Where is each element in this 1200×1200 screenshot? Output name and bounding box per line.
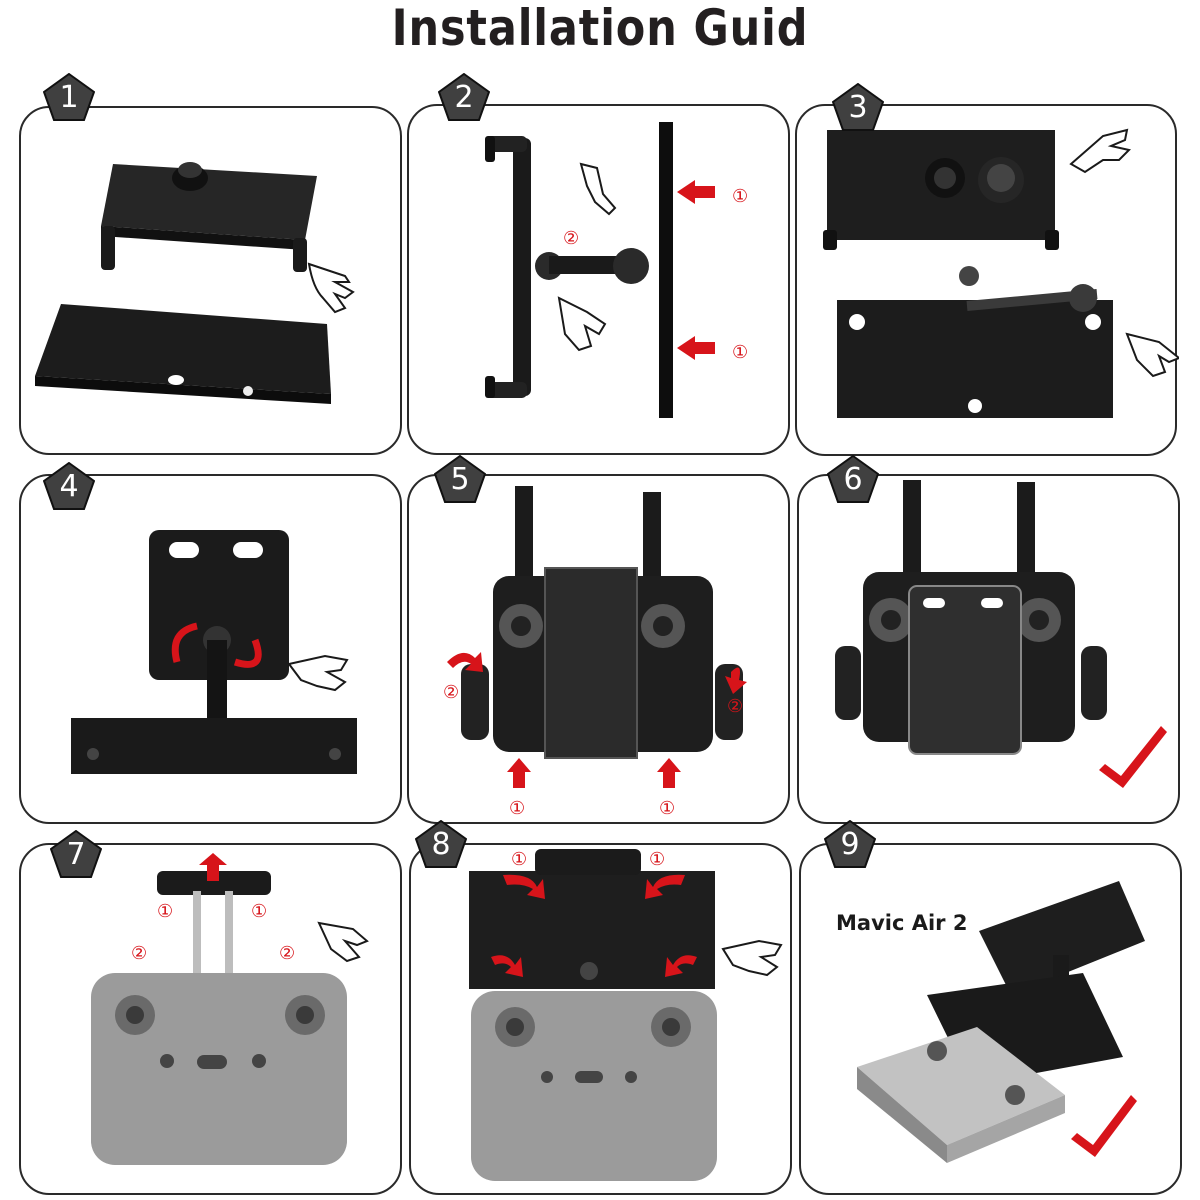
page-title: Installation Guid [391, 0, 809, 57]
marker-1b: ① [732, 342, 748, 363]
marker-1a: ① [732, 186, 748, 207]
step-8-panel: ① ① [409, 843, 792, 1195]
step-7-badge: 7 [50, 830, 102, 878]
red-arrow-icon [491, 874, 697, 977]
marker-1a: ① [157, 901, 173, 922]
marker-1a: ① [509, 798, 525, 819]
step-1-panel [19, 106, 402, 455]
marker-1b: ① [251, 901, 267, 922]
checkmark-icon [1071, 1095, 1137, 1157]
rc-controller-dark [461, 486, 743, 759]
marker-2b: ② [279, 943, 295, 964]
base-plate-part [837, 266, 1113, 418]
step-3-panel [795, 104, 1179, 456]
pointing-hand-icon [287, 654, 349, 692]
step-4-number: 4 [59, 469, 79, 504]
step-2-panel: ① ① ② [407, 104, 790, 455]
step-2-badge: 2 [438, 73, 490, 121]
step-9-illustration [857, 881, 1145, 1163]
marker-2: ② [563, 228, 579, 249]
tablet-clamp-part [157, 871, 271, 991]
rc-controller-grey [857, 1027, 1065, 1163]
step-9-panel: Mavic Air 2 [799, 843, 1182, 1195]
marker-2a: ② [443, 682, 459, 703]
step-2-illustration: ① ① ② [485, 122, 748, 418]
rc-controller-grey [91, 973, 347, 1165]
marker-2b: ② [727, 696, 743, 717]
step-6-panel [797, 474, 1180, 824]
checkmark-icon [1099, 726, 1167, 788]
step-3-illustration [823, 128, 1179, 418]
pointing-hand-icon [307, 262, 355, 314]
holder-clamp-part [101, 162, 317, 272]
step-7-number: 7 [66, 837, 86, 872]
rotate-arrow-icon [171, 622, 262, 668]
step-4-panel [19, 474, 402, 824]
step-2-number: 2 [454, 80, 474, 115]
holder-assembly [71, 530, 357, 774]
step-5-number: 5 [450, 462, 470, 497]
step-1-illustration [35, 162, 355, 404]
tablet-clamp-part [485, 122, 673, 418]
step-3-number: 3 [848, 90, 868, 125]
red-arrow-icon [677, 180, 715, 360]
step-8-number: 8 [431, 827, 451, 862]
pointing-hand-icon [557, 162, 617, 352]
marker-2a: ② [131, 943, 147, 964]
step-1-number: 1 [59, 80, 79, 115]
step-9-number: 9 [840, 827, 860, 862]
device-model-label: Mavic Air 2 [836, 911, 968, 935]
step-7-panel: ① ① ② ② [19, 843, 402, 1195]
step-3-badge: 3 [832, 83, 884, 131]
marker-1b: ① [649, 849, 665, 870]
pointing-hand-icon [721, 939, 783, 977]
red-arrow-icon [199, 853, 227, 881]
base-plate-part [35, 304, 331, 404]
rc-controller-grey [471, 991, 717, 1181]
step-6-illustration [835, 480, 1167, 788]
marker-1b: ① [659, 798, 675, 819]
step-5-badge: 5 [434, 455, 486, 503]
red-arrow-icon [447, 652, 747, 788]
step-7-illustration: ① ① ② ② [91, 853, 369, 1165]
step-6-number: 6 [843, 462, 863, 497]
step-9-badge: 9 [824, 820, 876, 868]
step-5-illustration: ② ② ① ① [443, 486, 747, 819]
step-1-badge: 1 [43, 73, 95, 121]
rc-controller-dark [835, 480, 1107, 755]
step-4-illustration [71, 530, 357, 774]
step-6-badge: 6 [827, 455, 879, 503]
step-5-panel: ② ② ① ① [407, 474, 790, 824]
holder-clamp-part [823, 130, 1059, 250]
pointing-hand-icon [317, 921, 369, 963]
marker-1a: ① [511, 849, 527, 870]
pointing-hand-icon [1069, 128, 1179, 378]
step-8-illustration: ① ① [469, 849, 783, 1181]
step-8-badge: 8 [415, 820, 467, 868]
step-4-badge: 4 [43, 462, 95, 510]
holder-assembly [469, 849, 715, 989]
